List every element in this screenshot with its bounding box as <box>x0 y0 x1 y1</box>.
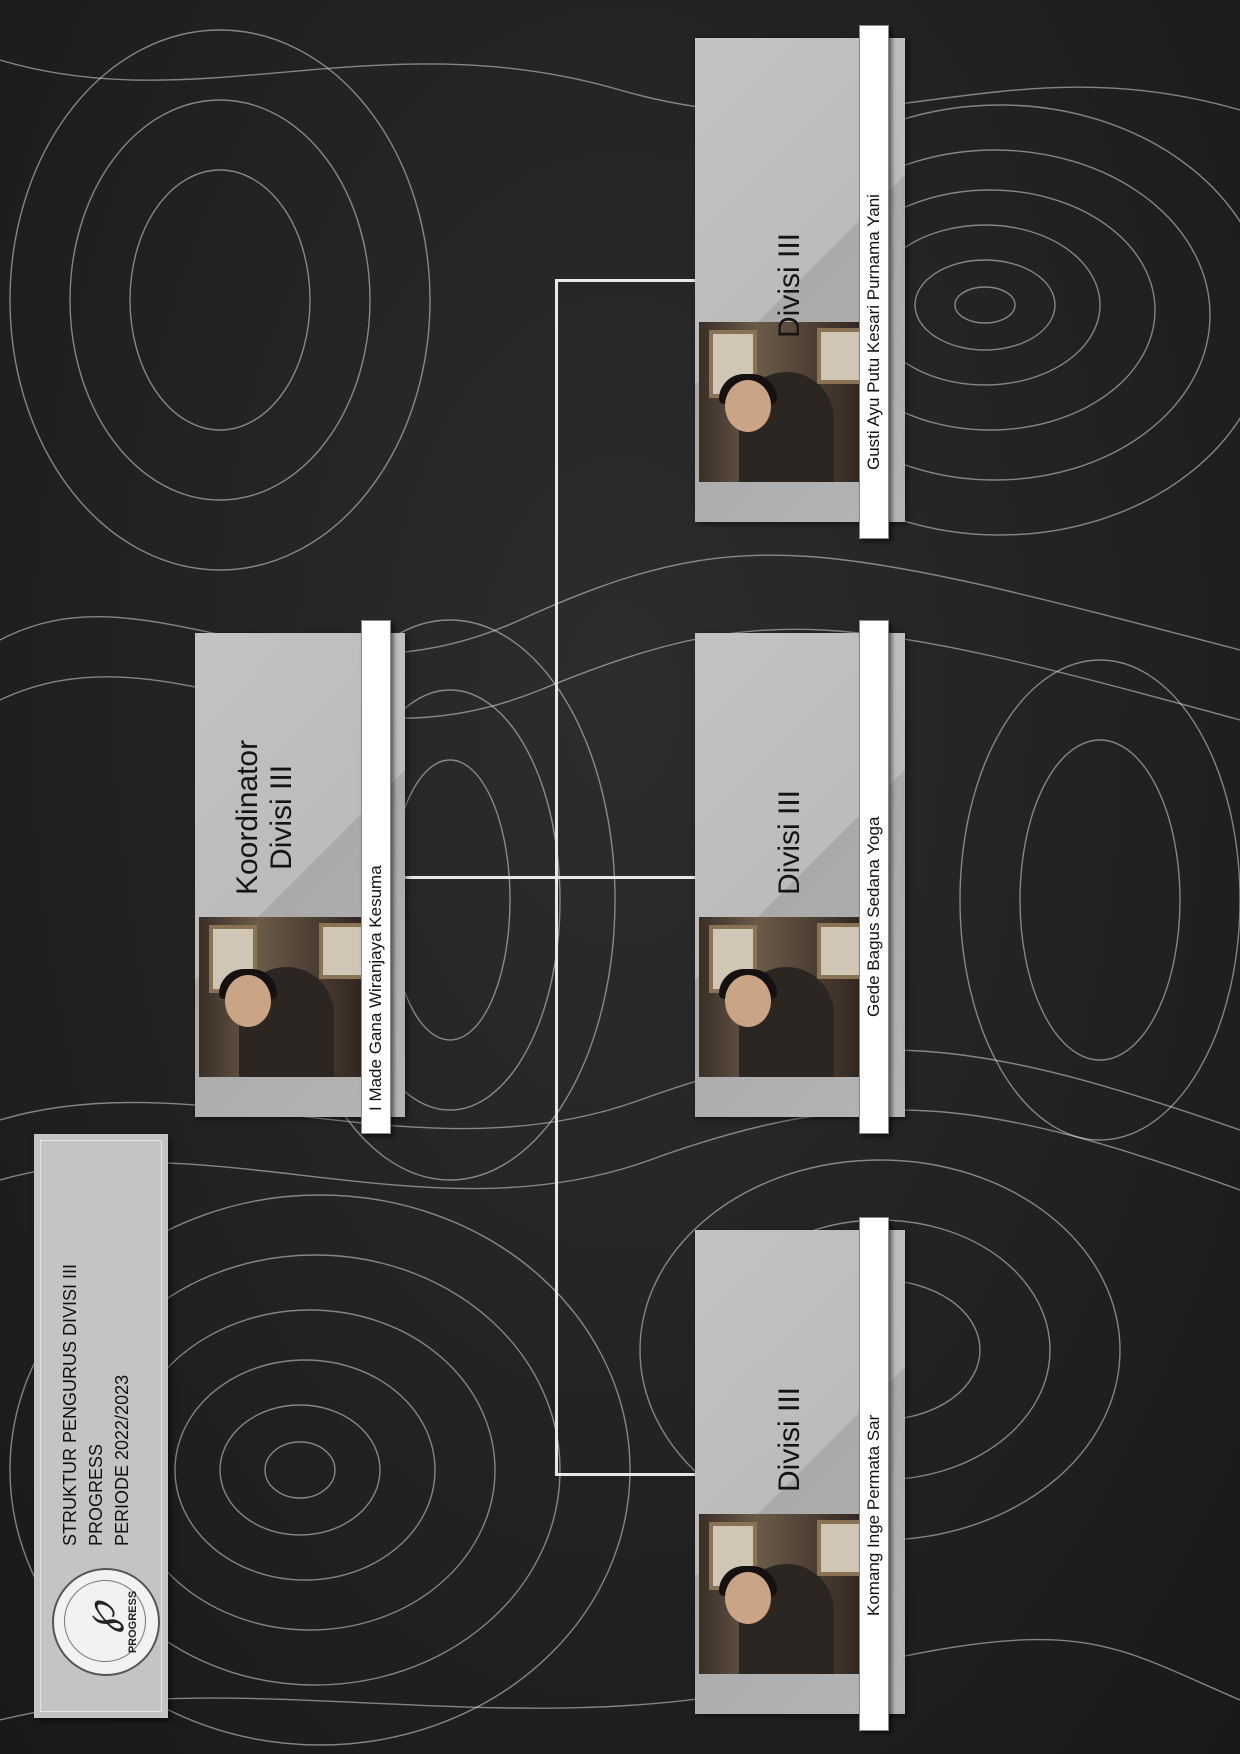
photo-member-2 <box>699 917 867 1077</box>
namebar-member-1: Komang Inge Permata Sar <box>859 1217 889 1731</box>
name-member-3: Gusti Ayu Putu Kesari Purnama Yani <box>864 194 883 470</box>
role-coordinator: Koordinator Divisi III <box>231 739 298 895</box>
namebar-coordinator: I Made Gana Wiranjaya Kesuma <box>361 620 391 1134</box>
namebar-member-3: Gusti Ayu Putu Kesari Purnama Yani <box>859 25 889 539</box>
photo-member-1 <box>699 1514 867 1674</box>
title-line-3: PERIODE 2022/2023 <box>112 1374 132 1546</box>
role-member-1: Divisi III <box>773 1387 806 1492</box>
title-line-2: PROGRESS <box>86 1443 106 1546</box>
connector-branch-top <box>555 279 695 282</box>
title-line-1: STRUKTUR PENGURUS DIVISI III <box>60 1263 80 1546</box>
namebar-member-2: Gede Bagus Sedana Yoga <box>859 620 889 1134</box>
logo-mark-icon: ℘ <box>74 1602 124 1633</box>
connector-coordinator-stem <box>405 876 557 879</box>
connector-branch-bottom <box>555 1473 695 1476</box>
photo-coordinator <box>199 917 367 1077</box>
role-member-2: Divisi III <box>773 790 806 895</box>
progress-logo: ℘ PROGRESS <box>52 1568 160 1676</box>
role-member-3: Divisi III <box>773 233 806 338</box>
name-member-2: Gede Bagus Sedana Yoga <box>864 816 883 1017</box>
title-text: STRUKTUR PENGURUS DIVISI III PROGRESS PE… <box>58 1264 136 1546</box>
name-coordinator: I Made Gana Wiranjaya Kesuma <box>366 865 385 1111</box>
photo-member-3 <box>699 322 867 482</box>
logo-text: PROGRESS <box>127 1590 140 1654</box>
connector-branch-middle <box>555 876 695 879</box>
name-member-1: Komang Inge Permata Sar <box>864 1414 883 1616</box>
